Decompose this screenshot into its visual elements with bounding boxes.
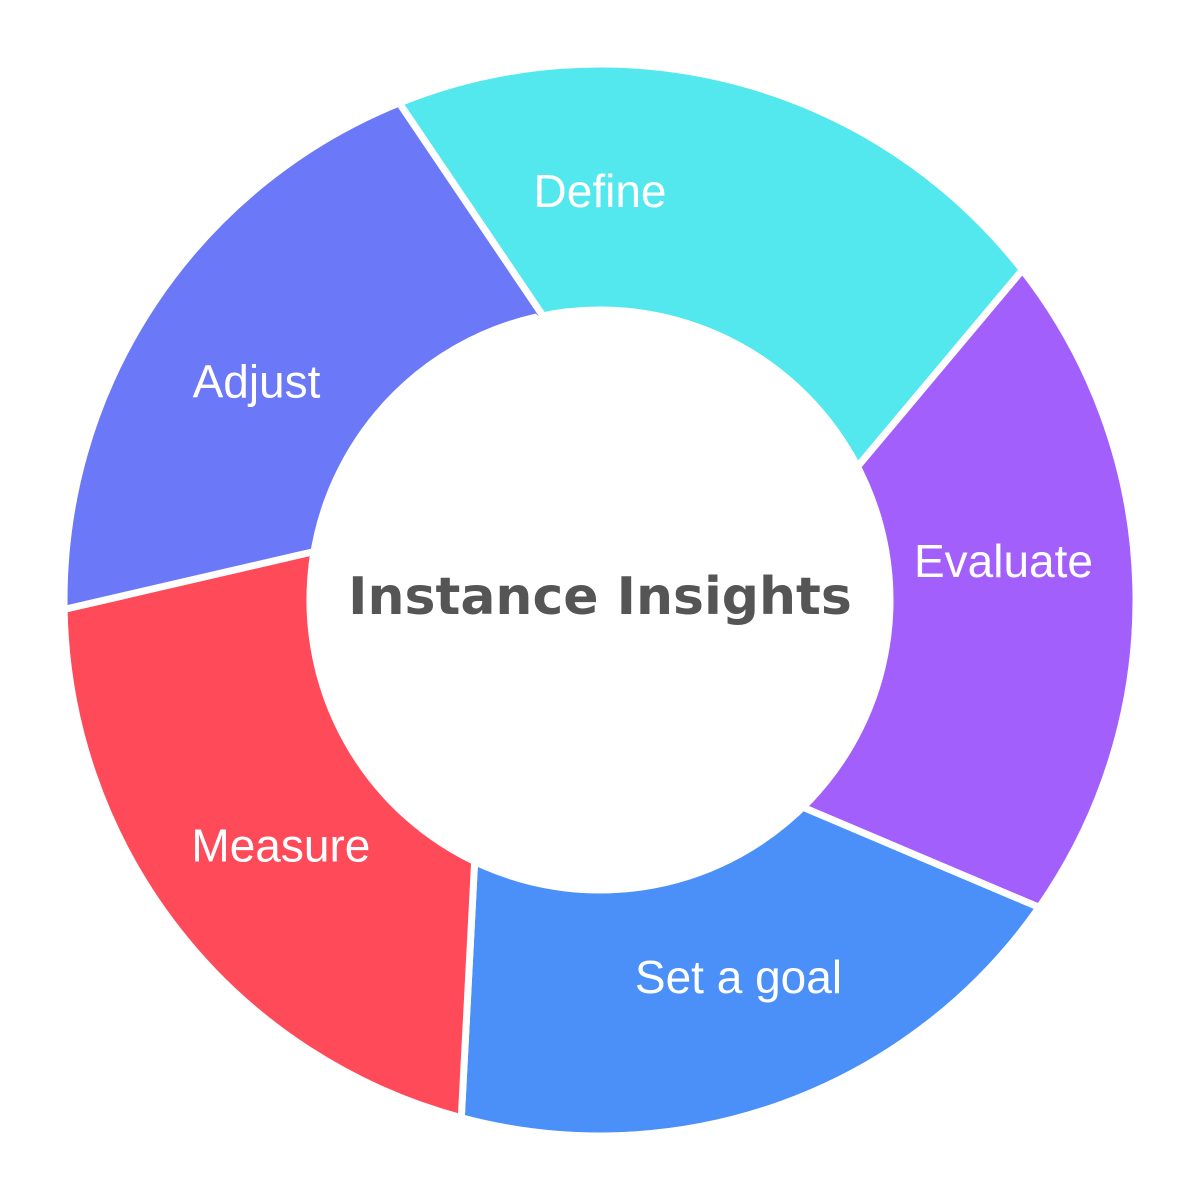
segment-label: Measure (191, 819, 370, 871)
segment-label: Define (534, 165, 667, 217)
center-title: Instance Insights (348, 567, 852, 627)
center-circle (310, 310, 890, 890)
segment-label: Evaluate (914, 535, 1093, 587)
segment-label: Set a goal (635, 951, 842, 1003)
segment-label: Adjust (193, 356, 321, 408)
segments-layer (60, 60, 1140, 1140)
